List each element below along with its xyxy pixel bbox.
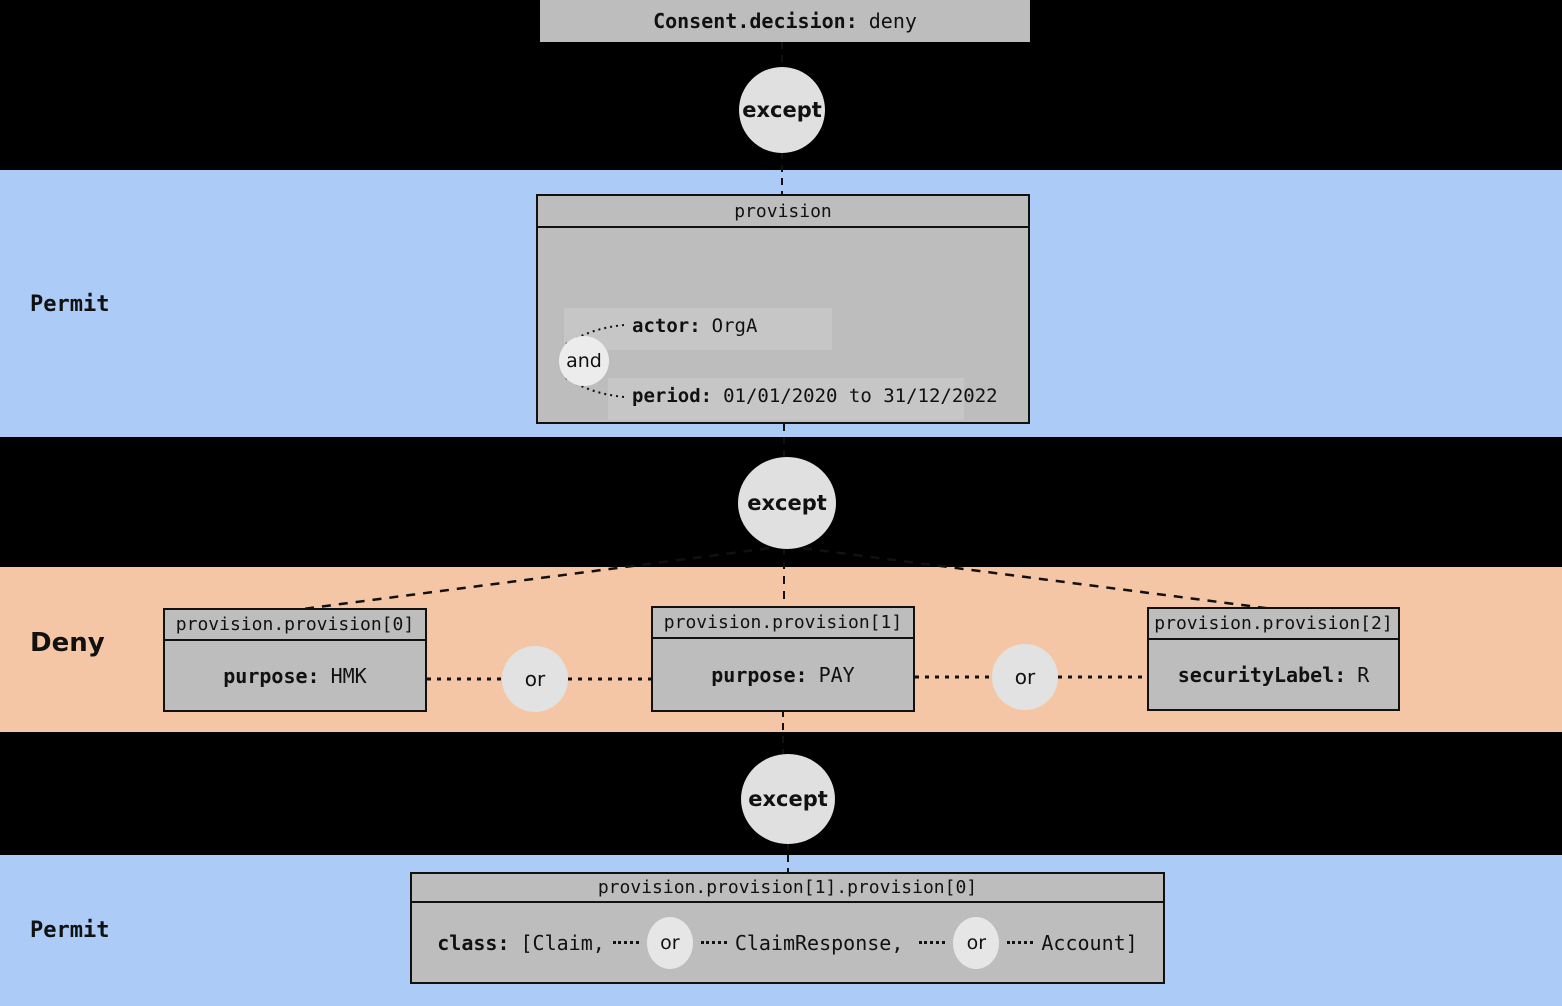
deny-provision-1-body: purpose: PAY [653,639,913,710]
or-label: or [966,931,987,954]
class-part-1: ClaimResponse, [734,930,904,955]
purpose-value: HMK [330,663,367,688]
and-connector: and [559,336,609,386]
deny-provision-2-node: provision.provision[2] securityLabel: R [1147,607,1400,711]
purpose-value: PAY [818,662,855,687]
or-label: or [660,931,680,954]
except-label: except [747,491,827,515]
period-key: period: [632,385,713,407]
except-connector-2: except [738,457,836,549]
dotted-segment [612,941,639,944]
period-row-highlight [608,378,964,420]
deny-band-label: Deny [30,628,105,658]
actor-row: actor: OrgA [632,315,757,337]
purpose-key: purpose: [711,662,808,687]
actor-value: OrgA [711,315,758,337]
class-part-2: Account] [1041,930,1138,955]
consent-decision-node: Consent.decision: deny [540,0,1030,42]
except-label: except [742,98,822,122]
or-label: or [1014,665,1036,689]
provision-node-body: and actor: OrgA period: 01/01/2020 to 31/1… [538,228,1028,424]
class-key: class: [437,930,510,955]
dotted-segment [700,941,727,944]
provision-node-header: provision [538,196,1028,228]
actor-key: actor: [632,315,701,337]
deny-provision-1-node: provision.provision[1] purpose: PAY [651,606,915,712]
class-provision-header: provision.provision[1].provision[0] [412,874,1163,903]
deny-provision-2-body: securityLabel: R [1149,640,1398,709]
class-provision-body: class: [Claim, or ClaimResponse, or Accou… [412,903,1163,982]
deny-provision-0-header: provision.provision[0] [165,610,425,641]
and-label: and [566,350,602,372]
period-row: period: 01/01/2020 to 31/12/2022 [632,385,998,407]
or-label: or [524,667,546,691]
provision-node: provision and actor: OrgA period: 01/01/20… [536,194,1030,424]
or-connector-1: or [502,646,568,712]
class-provision-node: provision.provision[1].provision[0] clas… [410,872,1165,984]
deny-provision-1-header: provision.provision[1] [653,608,913,639]
securitylabel-key: securityLabel: [1177,662,1347,687]
deny-provision-0-body: purpose: HMK [165,641,425,710]
deny-provision-2-header: provision.provision[2] [1149,609,1398,640]
except-connector-3: except [741,754,835,844]
except-connector-1: except [739,67,825,153]
securitylabel-value: R [1357,662,1370,687]
period-value: 01/01/2020 to 31/12/2022 [723,385,998,407]
purpose-key: purpose: [223,663,320,688]
dotted-segment [919,941,946,944]
deny-provision-0-node: provision.provision[0] purpose: HMK [163,608,427,712]
except-label: except [748,787,828,811]
or-connector-3: or [646,916,693,969]
decision-key: Consent.decision: [653,9,858,33]
or-connector-2: or [992,644,1058,710]
or-connector-4: or [953,916,1000,969]
permit-band-1-label: Permit [30,292,110,317]
decision-value: deny [868,9,917,33]
permit-band-2-label: Permit [30,918,110,943]
dotted-segment [1007,941,1034,944]
class-part-0: [Claim, [520,930,605,955]
